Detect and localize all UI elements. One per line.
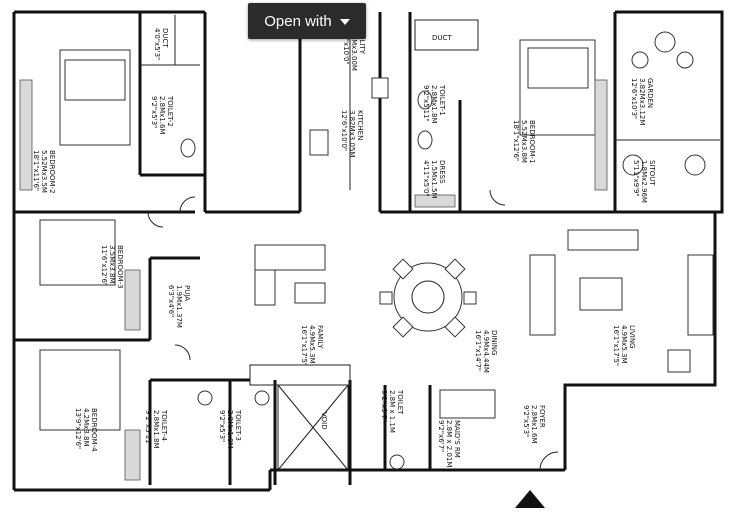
room-label-dress: DRESS1.5Mx1.5M4'11"x5'0": [422, 160, 446, 199]
room-label-toilet: TOILET2.8M x 1.1M9'2"x3'7": [380, 389, 404, 433]
room-label-maids: MAID'S RM2.8M x 2.01M9'2"x6'7": [437, 420, 461, 467]
room-label-toilet1: TOILET-12.8Mx1.8M9'2"x5'11": [422, 84, 446, 124]
room-label-dining: DINING4.9Mx4.44M16'1"x14'7": [474, 330, 498, 373]
walls: [12, 10, 724, 492]
sink: [371, 77, 389, 99]
room-label-kitchen: KITCHEN3.82Mx3.05M12'6"x10'0": [340, 110, 364, 157]
sanitary: [180, 90, 433, 470]
room-label-living: LIVING4.9Mx5.3M16'1"x17'5": [612, 325, 636, 366]
dining-table: [379, 258, 477, 338]
beds: [39, 39, 596, 431]
room-label-duct1: DUCT4'0"x5'3": [153, 28, 169, 60]
room-label-utility: UTILITY1.5Mx3.00M5'0"x10'0": [342, 28, 366, 71]
family-sofa: [254, 244, 326, 306]
room-label-bedroom3: BEDROOM-33.5Mx3.8M11'6"x12'6": [100, 245, 124, 289]
room-label-puja: PUJA1.9Mx1.37M6'3"x4'6": [167, 285, 191, 328]
room-label-garden: GARDEN3.82Mx3.12M12'6"x10'3": [630, 78, 654, 125]
room-label-bedroom4: BEDROOM-44.2Mx3.8M13'9"x12'6": [74, 408, 98, 452]
room-label-bedroom2: BEDROOM-25.52Mx3.5M18'1"x11'6": [32, 150, 56, 194]
open-with-label: Open with: [264, 12, 332, 30]
garden-furniture: [622, 31, 706, 176]
room-label-family: FAMILY4.9Mx5.3M16'1"x17'5": [300, 325, 324, 366]
room-label-toilet2: TOILET-22.8Mx1.6M9'2"x5'3": [150, 95, 174, 135]
room-label-sitout: SITOUT1.8Mx2.96M5'11"x9'9": [632, 160, 656, 203]
room-label-foyer: FOYER2.8Mx1.6M9'2"x5'3": [522, 405, 546, 444]
void-area: [277, 384, 349, 471]
open-with-button[interactable]: Open with: [248, 3, 366, 39]
room-label-duct2: DUCT: [432, 34, 452, 42]
wardrobes: [19, 79, 608, 481]
entrance-arrow-icon: [515, 490, 545, 508]
chevron-down-icon: [339, 19, 350, 25]
stove: [309, 129, 329, 156]
living-sofa: [529, 229, 714, 373]
room-label-toilet3: TOILET-32.8Mx1.8M9'2"x5'3": [218, 409, 242, 449]
room-label-bedroom1: BEDROOM-15.52Mx3.8M18'1"x12'6": [512, 120, 536, 164]
room-label-toilet4: TOILET-42.8Mx1.8M9'2"x5'11": [144, 409, 168, 449]
room-label-void: VOID: [320, 412, 328, 430]
doors: [147, 189, 559, 471]
room-labels: BEDROOM-25.52Mx3.5M18'1"x11'6" TOILET-22…: [32, 28, 656, 467]
